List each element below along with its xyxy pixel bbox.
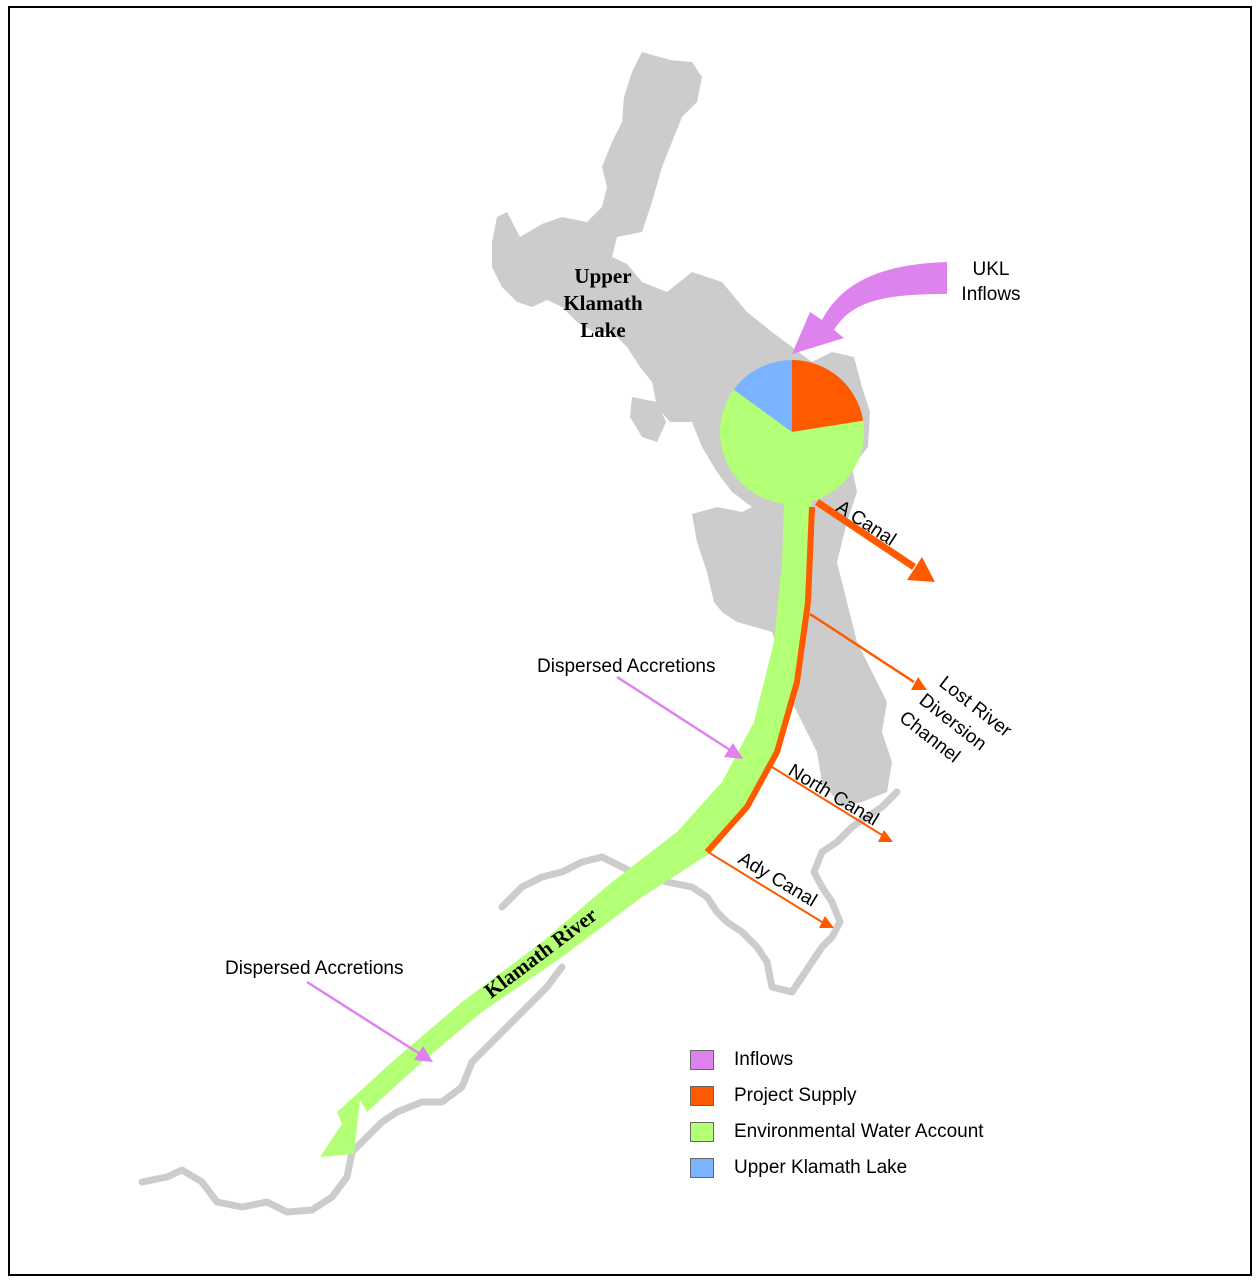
- project-supply-edge: [704, 506, 815, 854]
- legend-item-environmental-water-account: Environmental Water Account: [690, 1114, 984, 1150]
- lake-label: Upper Klamath Lake: [563, 264, 643, 342]
- accretion-arrow-2: [306, 980, 421, 1056]
- canal-arrows: [707, 499, 935, 928]
- river-outlines: [138, 788, 901, 1216]
- ukl-inflows-label: UKL Inflows: [961, 259, 1020, 305]
- ukl-inflows-line-2: Inflows: [961, 284, 1020, 305]
- flow-pie-chart: [720, 360, 865, 504]
- legend-item-inflows: Inflows: [690, 1042, 984, 1078]
- ukl-inflows-line-1: UKL: [973, 259, 1010, 280]
- legend-item-upper-klamath-lake: Upper Klamath Lake: [690, 1150, 984, 1186]
- pie-slice-environmental-water-account: [720, 389, 865, 504]
- accretion-arrowhead-1: [724, 743, 743, 759]
- north-canal-line: [771, 766, 883, 836]
- klamath-river-label: Klamath River: [480, 903, 602, 1003]
- legend-label-upper-klamath-lake: Upper Klamath Lake: [734, 1157, 908, 1178]
- lake-label-line-1: Upper: [574, 264, 631, 288]
- lower-lake-shape: [692, 507, 757, 612]
- legend-swatch-upper-klamath-lake: [690, 1158, 714, 1178]
- lost-river-arrowhead: [911, 677, 927, 690]
- legend-label-project-supply: Project Supply: [734, 1085, 857, 1106]
- lake-inlet-shape: [630, 397, 666, 442]
- ady-canal-arrowhead: [819, 916, 834, 928]
- diagram-frame: Upper Klamath Lake UKL Inflows A Canal L…: [8, 6, 1252, 1276]
- pie-slice-project-supply: [792, 360, 864, 432]
- ady-canal-line: [707, 851, 823, 923]
- lost-river-line: [809, 612, 915, 684]
- dispersed-accretions-label-1: Dispersed Accretions: [537, 656, 715, 677]
- accretion-arrowhead-2: [414, 1046, 433, 1062]
- lake-label-line-3: Lake: [580, 318, 626, 342]
- accretion-arrow-1: [616, 675, 731, 752]
- accretion-arrows: [306, 675, 743, 1062]
- a-canal-line: [815, 499, 916, 570]
- a-canal-arrowhead: [907, 557, 935, 582]
- north-canal-arrowhead: [878, 830, 893, 842]
- legend-label-environmental-water-account: Environmental Water Account: [734, 1121, 984, 1142]
- legend: Inflows Project Supply Environmental Wat…: [690, 1042, 984, 1186]
- lake-label-line-2: Klamath: [563, 291, 643, 315]
- legend-swatch-project-supply: [690, 1086, 714, 1106]
- legend-item-project-supply: Project Supply: [690, 1078, 984, 1114]
- pie-slice-upper-klamath-lake: [733, 360, 792, 432]
- legend-swatch-inflows: [690, 1050, 714, 1070]
- ady-canal-label: Ady Canal: [734, 848, 820, 911]
- dispersed-accretions-label-2: Dispersed Accretions: [225, 958, 403, 979]
- ukl-inflow-arrow: [792, 262, 947, 354]
- klamath-river-outline-lower: [138, 963, 566, 1216]
- lost-river-label: Lost River Diversion Channel: [895, 672, 1016, 767]
- environmental-flow-band: [320, 502, 812, 1157]
- klamath-diagram: Upper Klamath Lake UKL Inflows A Canal L…: [138, 52, 1021, 1216]
- legend-label-inflows: Inflows: [734, 1049, 794, 1070]
- klamath-river-outline-middle: [498, 788, 901, 996]
- legend-swatch-environmental-water-account: [690, 1122, 714, 1142]
